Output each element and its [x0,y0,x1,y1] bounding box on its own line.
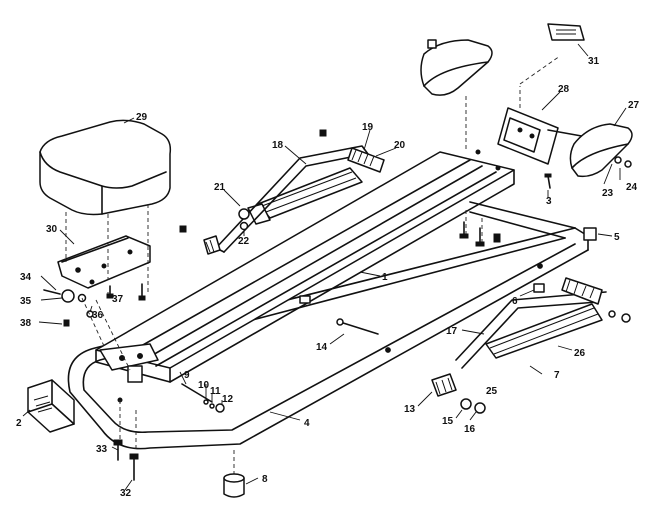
callout-30: 30 [46,224,58,235]
pedal-assembly [420,23,633,247]
callout-6-right: 6 [512,296,518,307]
callout-18: 18 [272,140,284,151]
callout-32: 32 [120,488,132,499]
callout-24: 24 [626,182,638,193]
callout-33: 33 [96,444,108,455]
callout-7: 7 [554,370,560,381]
callout-20: 20 [394,140,406,151]
callout-29: 29 [136,112,148,123]
end-cap [27,379,75,433]
callout-11: 11 [210,386,221,397]
rubber-foot [223,450,245,498]
callout-38: 38 [20,318,32,329]
callout-8: 8 [262,474,268,485]
callout-12: 12 [222,394,234,405]
callout-3: 3 [546,196,552,207]
left-arm-assembly [179,129,385,255]
callout-10: 10 [198,380,210,391]
callout-2: 2 [16,418,22,429]
callout-26: 26 [574,348,586,359]
callout-37: 37 [112,294,124,305]
callout-5: 5 [614,232,620,243]
callout-14: 14 [316,342,328,353]
callout-35: 35 [20,296,32,307]
callout-labels: 29 30 34 37 35 36 38 2 33 32 9 10 11 12 … [16,56,640,499]
callout-21: 21 [214,182,226,193]
callout-4: 4 [304,418,310,429]
seat-bracket [43,204,151,371]
callout-13: 13 [404,404,416,415]
callout-36: 36 [92,310,104,321]
leader-lines [22,43,627,491]
callout-23: 23 [602,188,614,199]
callout-27: 27 [628,100,640,111]
callout-1: 1 [382,272,388,283]
callout-16: 16 [464,424,476,435]
front-screws [113,383,225,481]
callout-9: 9 [184,370,190,381]
callout-28: 28 [558,84,570,95]
callout-15: 15 [442,416,454,427]
callout-25: 25 [486,386,498,397]
seat-cushion [39,119,172,216]
right-arm-assembly [431,227,631,414]
callout-17: 17 [446,326,458,337]
callout-19: 19 [362,122,374,133]
callout-31: 31 [588,56,600,67]
rail [95,149,515,383]
callout-22: 22 [238,236,250,247]
callout-34: 34 [20,272,32,283]
